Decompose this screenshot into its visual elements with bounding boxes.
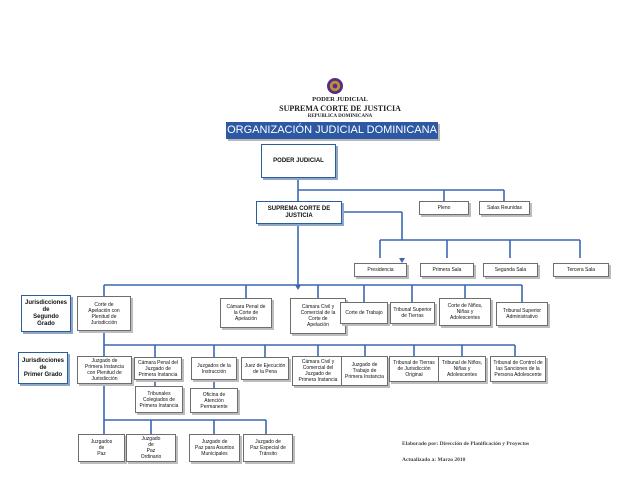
node-corte-ninos: Corte de Niños, Niñas y Adolescentes xyxy=(439,298,491,326)
node-tercera-sala: Tercera Sala xyxy=(553,263,609,277)
node-camara-civil-juzgado: Cámara Civil y Comercial del Juzgado de … xyxy=(292,356,344,386)
node-poder-judicial: PODER JUDICIAL xyxy=(261,144,336,178)
node-camara-penal-apelacion: Cámara Penal de la Corte de Apelación xyxy=(220,298,272,328)
node-primera-sala: Primera Sala xyxy=(420,263,474,277)
label-jurisdicciones-segundo-grado: Jurisdicciones de Segundo Grado xyxy=(21,295,71,332)
credits: Elaborado por: Dirección de Planificació… xyxy=(402,432,602,472)
credits-elaborado: Elaborado por: Dirección de Planificació… xyxy=(402,441,530,447)
node-suprema-corte: SUPREMA CORTE DE JUSTICIA xyxy=(256,201,342,224)
label-jurisdicciones-primer-grado: Jurisdicciones de Primer Grado xyxy=(18,352,68,384)
node-juez-ejecucion: Juez de Ejecución de la Pena xyxy=(241,357,289,380)
node-salas-reunidas: Salas Reunidas xyxy=(479,201,530,215)
header-line3: REPUBLICA DOMINICANA xyxy=(307,114,373,119)
node-juzgados-paz: Juzgados de Paz xyxy=(78,434,125,462)
page-title-banner: ORGANIZACIÓN JUDICIAL DOMINICANA xyxy=(226,122,438,139)
node-corte-apelacion-plenitud: Corte de Apelación con Plenitud de Juris… xyxy=(77,296,131,331)
node-pleno: Pleno xyxy=(419,201,469,215)
node-tribunal-ninos: Tribunal de Niños, Niñas y Adolescentes xyxy=(438,356,486,382)
node-tribunal-superior-administrativo: Tribunal Superior Administrativo xyxy=(496,302,548,326)
node-juzgado-trabajo: Juzgado de Trabajo de Primera Instancia xyxy=(341,356,388,386)
node-tribunal-control-sanciones: Tribunal de Control de las Sanciones de … xyxy=(490,356,546,382)
node-juzgado-paz-transito: Juzgado de Paz Especial de Tránsito xyxy=(243,434,293,462)
node-juzgado-paz-ordinario: Juzgado de Paz Ordinario xyxy=(126,434,176,462)
node-juzgado-primera-plenitud: Juzgado de Primera Instancia con Plenitu… xyxy=(77,356,132,384)
node-segunda-sala: Segunda Sala xyxy=(483,263,538,277)
credits-actualizado: Actualizado a: Marzo 2010 xyxy=(402,457,466,463)
node-presidencia: Presidencia xyxy=(354,263,407,277)
node-tribunales-colegiados: Tribunales Colegiados de Primera Instanc… xyxy=(135,386,183,413)
judicial-seal-icon xyxy=(327,78,343,94)
node-juzgado-paz-municipales: Juzgado de Paz para Asuntos Municipales xyxy=(189,434,240,462)
node-camara-civil-apelacion: Cámara Civil y Comercial de la Corte de … xyxy=(290,298,346,334)
node-tribunal-tierras-original: Tribunal de Tierras de Jurisdicción Orig… xyxy=(389,356,439,382)
header-line2: SUPREMA CORTE DE JUSTICIA xyxy=(279,104,401,113)
node-juzgados-instruccion: Juzgados de la Instrucción xyxy=(191,357,237,380)
node-camara-penal-juzgado: Cámara Penal del Juzgado de Primera Inst… xyxy=(134,357,182,380)
node-oficina-atencion: Oficina de Atención Permanente xyxy=(190,388,238,413)
node-tribunal-superior-tierras: Tribunal Superior de Tierras xyxy=(390,302,435,324)
node-corte-trabajo: Corte de Trabajo xyxy=(340,302,388,324)
header-line1: PODER JUDICIAL xyxy=(312,96,368,103)
